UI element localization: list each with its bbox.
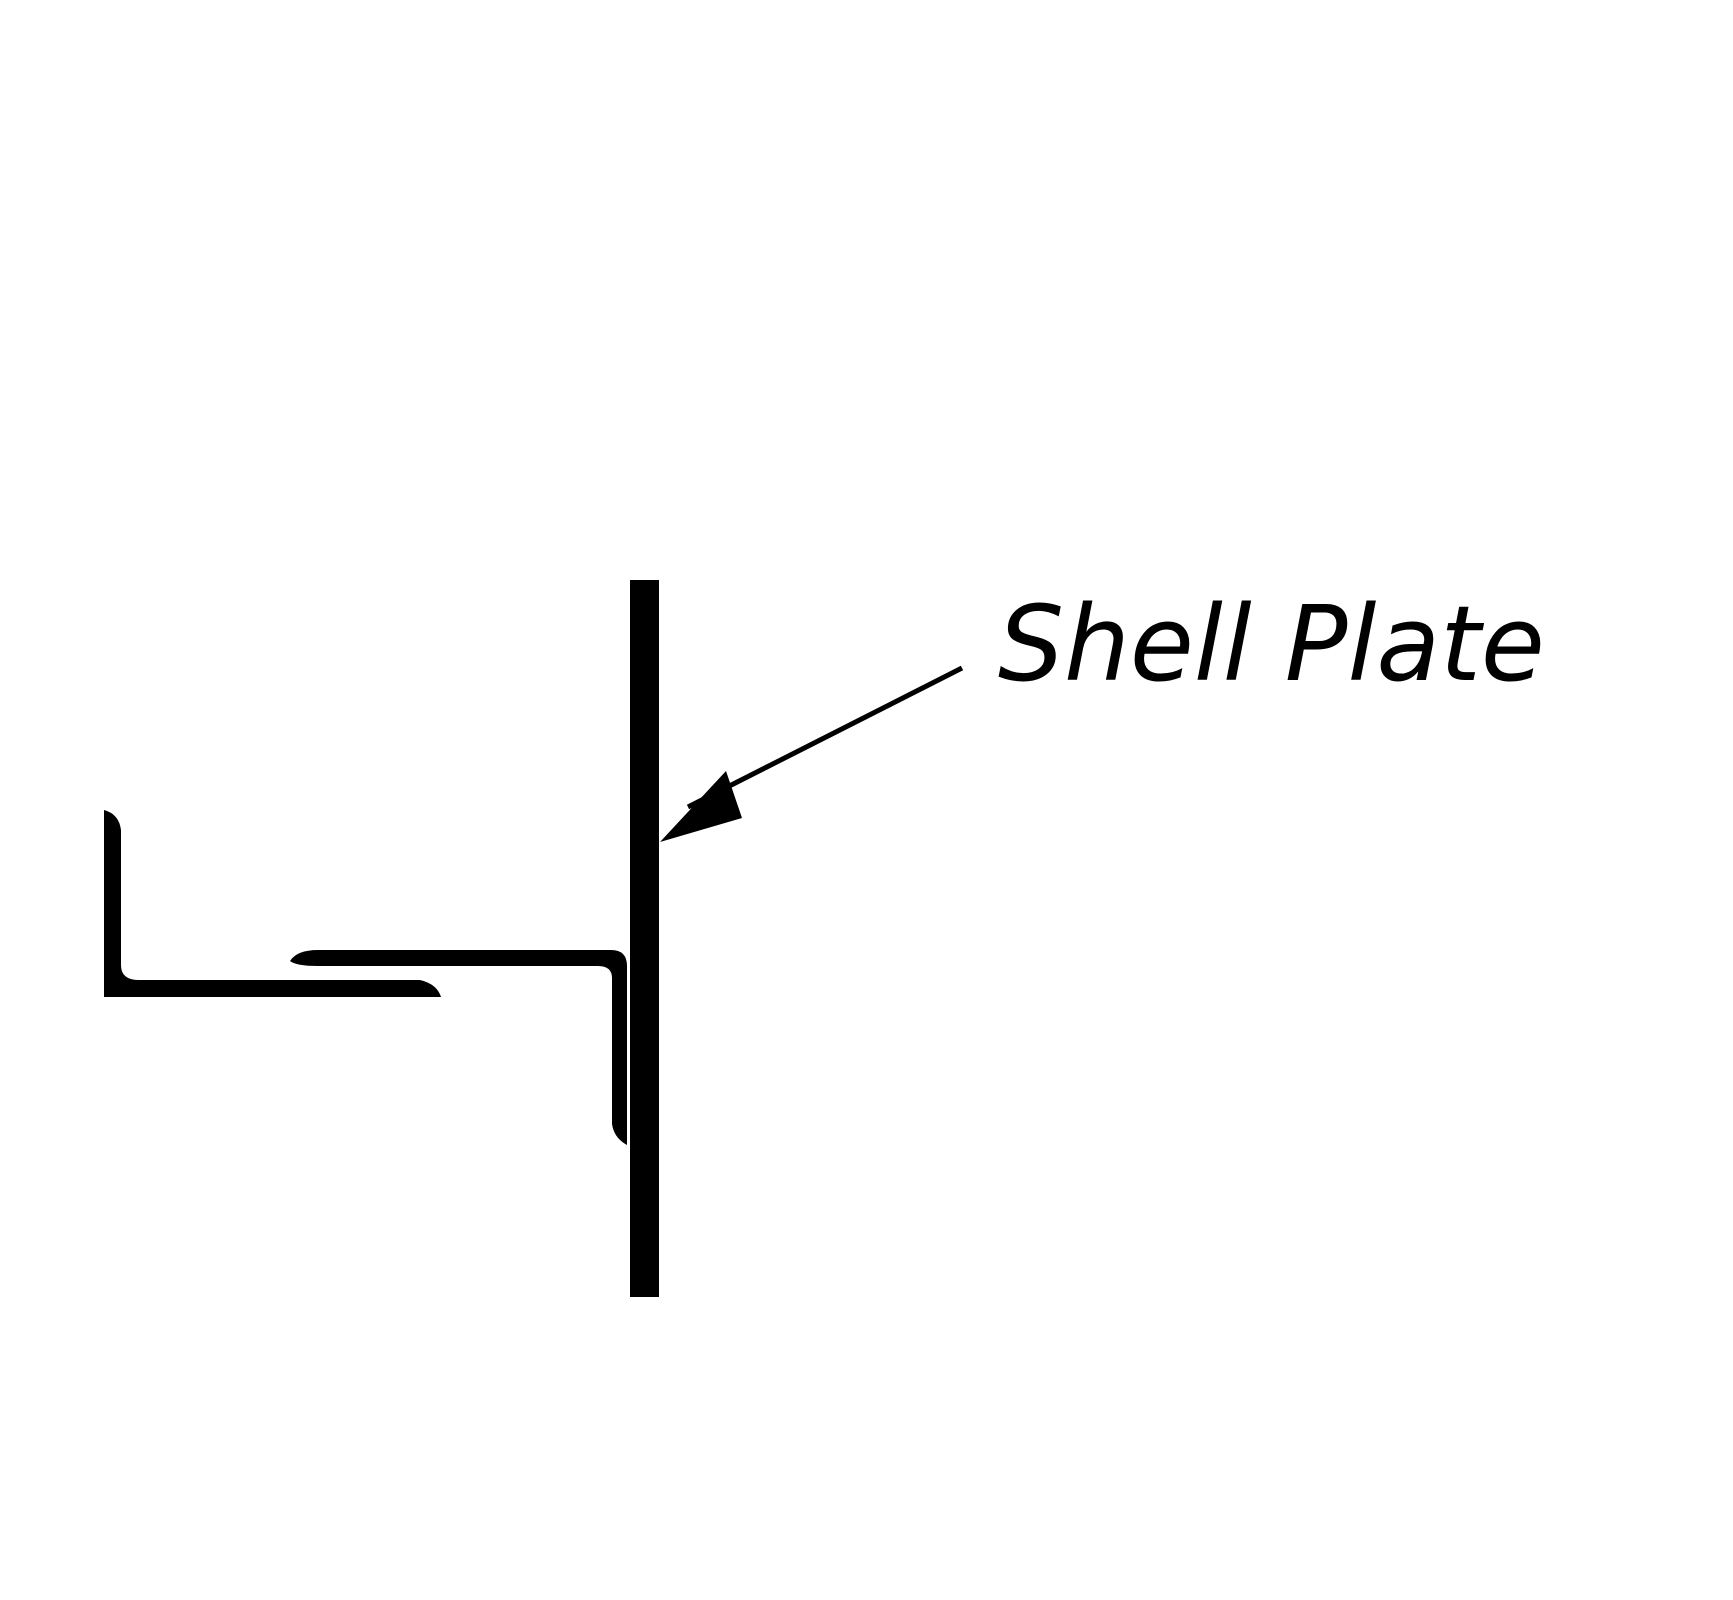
shell-plate-label: Shell Plate: [998, 583, 1545, 705]
shell-angle: [290, 950, 627, 1145]
outer-angle: [104, 810, 441, 997]
leader-line: [686, 665, 964, 810]
shell-plate: [630, 580, 659, 1297]
arrowhead: [660, 771, 742, 842]
